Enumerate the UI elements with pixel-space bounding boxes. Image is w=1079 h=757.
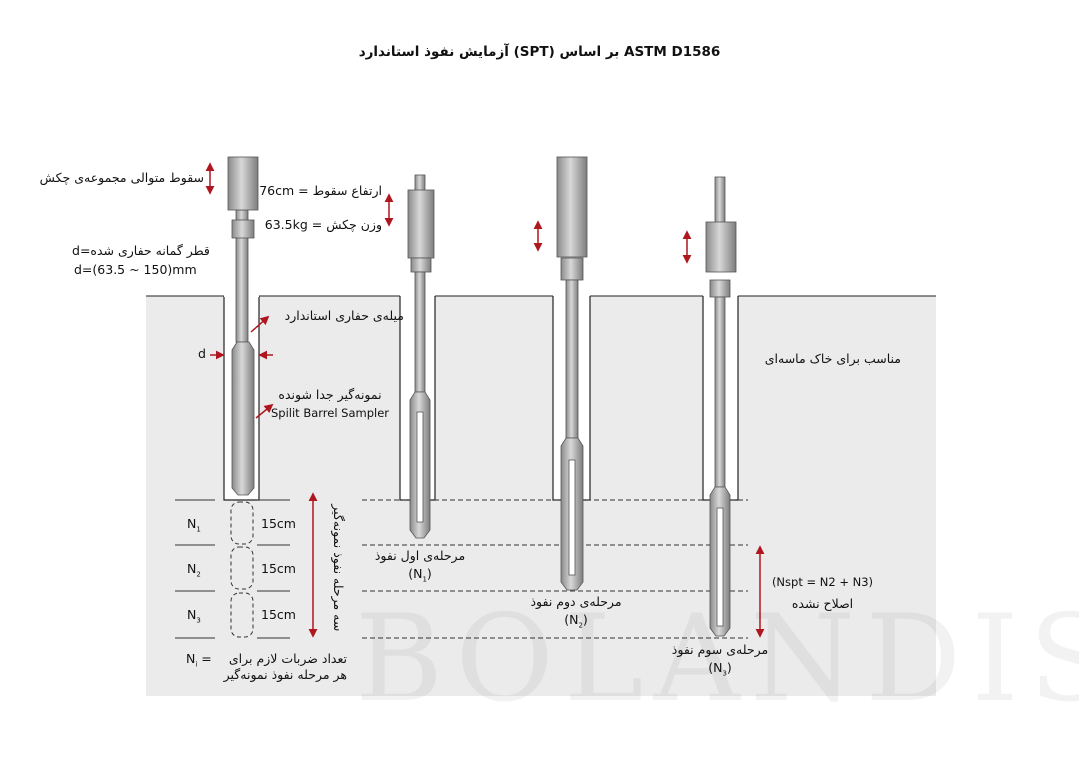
sampler-en-label: Spilit Barrel Sampler	[270, 406, 390, 420]
interval-length-1: 15cm	[261, 516, 296, 531]
d-label: d	[198, 346, 206, 361]
interval-n2: N2	[187, 561, 201, 579]
hammer-drops-label: سقوط متوالی مجموعه‌ی چکش	[39, 170, 204, 185]
blows-label-2: هر مرحله نفوذ نمونه‌گیر	[223, 667, 347, 682]
soil	[146, 296, 936, 696]
rods	[227, 156, 737, 637]
stage-1-label: مرحله‌ی اول نفوذ	[374, 548, 466, 563]
interval-lines	[175, 499, 290, 639]
depth-dashed-lines	[362, 499, 748, 639]
stage-2-label: مرحله‌ی دوم نفوذ	[530, 594, 622, 609]
uncorrected-label: اصلاح نشده	[791, 596, 854, 611]
red-arrows	[205, 162, 765, 638]
standard-rod-label: میله‌ی حفاری استاندارد	[284, 308, 404, 323]
stage-3-symbol: (N3)	[708, 660, 732, 678]
blows-label-1: تعداد ضربات لازم برای	[228, 651, 347, 666]
stage-1-symbol: (N1)	[408, 566, 432, 584]
interval-length-2: 15cm	[261, 561, 296, 576]
diameter-range-label: d=(63.5 ~ 150)mm	[74, 262, 197, 277]
interval-n3: N3	[187, 607, 201, 625]
ni-definition: Ni =	[186, 651, 212, 669]
hammer-weight-label: وزن چکش = 63.5kg	[264, 217, 382, 232]
interval-length-3: 15cm	[261, 607, 296, 622]
three-stages-label: سه مرحله نفوذ نمونه‌گیر	[330, 504, 346, 632]
page-title: آزمایش نفوذ استاندارد (SPT) بر اساس ASTM…	[358, 44, 721, 60]
stage-2-symbol: (N2)	[564, 612, 588, 630]
nspt-formula: (Nspt = N2 + N3)	[771, 575, 874, 589]
stage-3-label: مرحله‌ی سوم نفوذ	[671, 642, 769, 657]
soil-note: مناسب برای خاک ماسه‌ای	[764, 351, 901, 366]
borehole-diameter-label: قطر گمانه حفاری شده=d	[72, 243, 210, 258]
sample-outlines	[230, 501, 254, 638]
sampler-fa-label: نمونه‌گیر جدا شونده	[278, 387, 382, 402]
drop-height-label: ارتفاع سقوط = 76cm	[259, 183, 382, 198]
interval-n1: N1	[187, 516, 201, 534]
watermark: BOLANDIS	[355, 590, 1079, 729]
